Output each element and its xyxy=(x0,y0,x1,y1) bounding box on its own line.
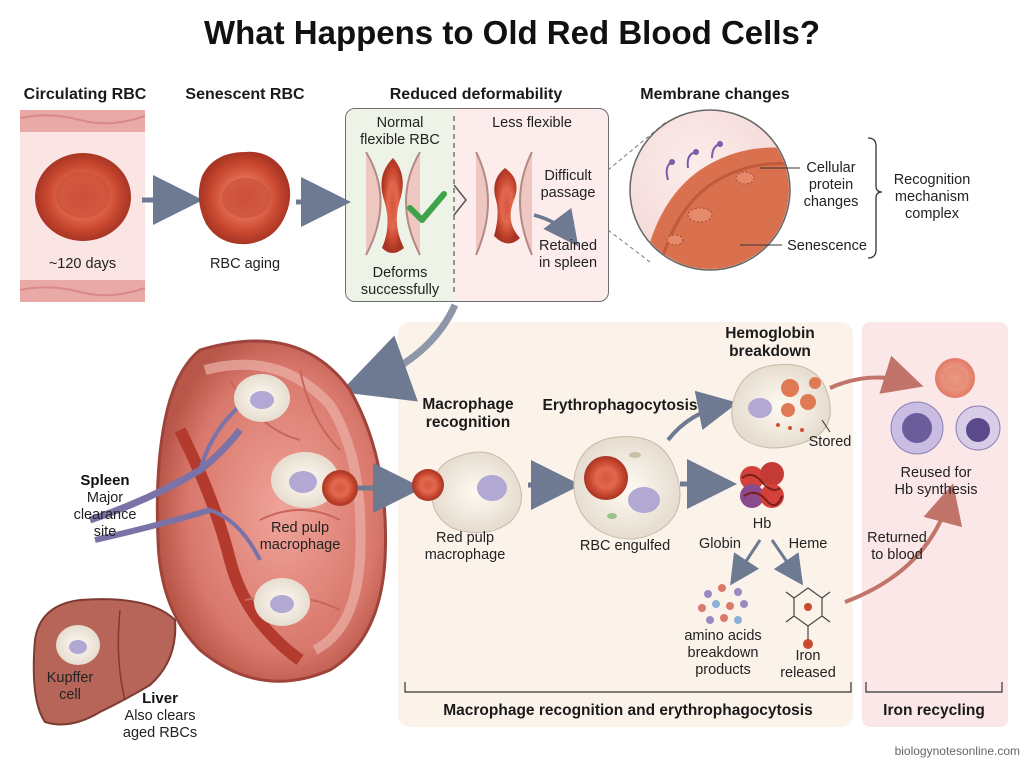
reused-label: Reused for Hb synthesis xyxy=(894,465,978,498)
recognition-mechanism-label: Recognition mechanism complex xyxy=(893,172,971,222)
red-pulp-macrophage-label: Red pulp macrophage xyxy=(424,530,506,563)
iron-recycling-label: Iron recycling xyxy=(883,702,985,719)
senescent-rbc-header: Senescent RBC xyxy=(185,86,305,103)
membrane-header: Membrane changes xyxy=(640,86,790,103)
spleen-desc: Major clearance site xyxy=(73,490,137,540)
globin-label: Globin xyxy=(699,536,741,552)
less-flexible-label: Less flexible xyxy=(492,115,572,131)
vessel-walls xyxy=(19,110,146,302)
circulating-rbc xyxy=(35,153,131,241)
hemoglobin-molecule-icon xyxy=(740,462,784,508)
page-title: What Happens to Old Red Blood Cells? xyxy=(203,14,820,51)
deforms-label: Deforms successfully xyxy=(360,265,440,298)
senescence-label: Senescence xyxy=(787,238,867,254)
liver-illustration xyxy=(32,598,177,726)
source-credit: biologynotesonline.com xyxy=(894,744,1020,758)
stiff-capillary xyxy=(475,151,533,256)
returned-to-blood-label: Returned to blood xyxy=(867,530,927,563)
hemoglobin-breakdown-cell xyxy=(731,363,831,449)
membrane-zoom xyxy=(629,109,800,271)
senescent-rbc xyxy=(198,151,291,245)
normal-rbc-label: Normal flexible RBC xyxy=(360,115,440,148)
liver-label: Liver xyxy=(142,690,178,707)
kupffer-cell-label: Kupffer cell xyxy=(46,670,94,703)
rbc-engulfed-label: RBC engulfed xyxy=(579,538,671,554)
recycled-cells xyxy=(890,358,1001,455)
deformability-panel xyxy=(345,108,609,302)
lifespan-label: ~120 days xyxy=(48,256,117,272)
heme-label: Heme xyxy=(788,536,828,552)
hb-label: Hb xyxy=(752,516,772,532)
difficult-passage-label: Difficult passage xyxy=(540,168,596,201)
macrophage-recognition-cell xyxy=(412,451,522,534)
liver-desc: Also clears aged RBCs xyxy=(122,708,198,741)
red-pulp-in-spleen-label: Red pulp macrophage xyxy=(259,520,341,553)
retained-label: Retained in spleen xyxy=(538,238,598,271)
check-icon xyxy=(407,191,447,223)
heme-structure-icon xyxy=(785,587,831,649)
circulating-rbc-header: Circulating RBC xyxy=(23,86,147,103)
engulfing-macrophage xyxy=(573,436,681,540)
spleen-label: Spleen xyxy=(80,472,130,489)
amino-acids-label: amino acids breakdown products xyxy=(684,628,762,678)
spleen-illustration xyxy=(88,339,388,683)
normal-capillary xyxy=(365,151,421,256)
iron-released-label: Iron released xyxy=(780,648,836,681)
hemoglobin-breakdown-header: Hemoglobin breakdown xyxy=(725,325,815,360)
erythrophagocytosis-header: Erythrophagocytosis xyxy=(542,397,698,414)
rbc-aging-label: RBC aging xyxy=(209,256,281,272)
stored-label: Stored xyxy=(808,434,852,450)
process-bracket-label: Macrophage recognition and erythrophagoc… xyxy=(443,702,813,719)
macrophage-recognition-header: Macrophage recognition xyxy=(422,396,514,431)
amino-acid-dots xyxy=(698,584,748,624)
protein-changes-label: Cellular protein changes xyxy=(803,160,859,210)
deformability-header: Reduced deformability xyxy=(389,86,563,103)
